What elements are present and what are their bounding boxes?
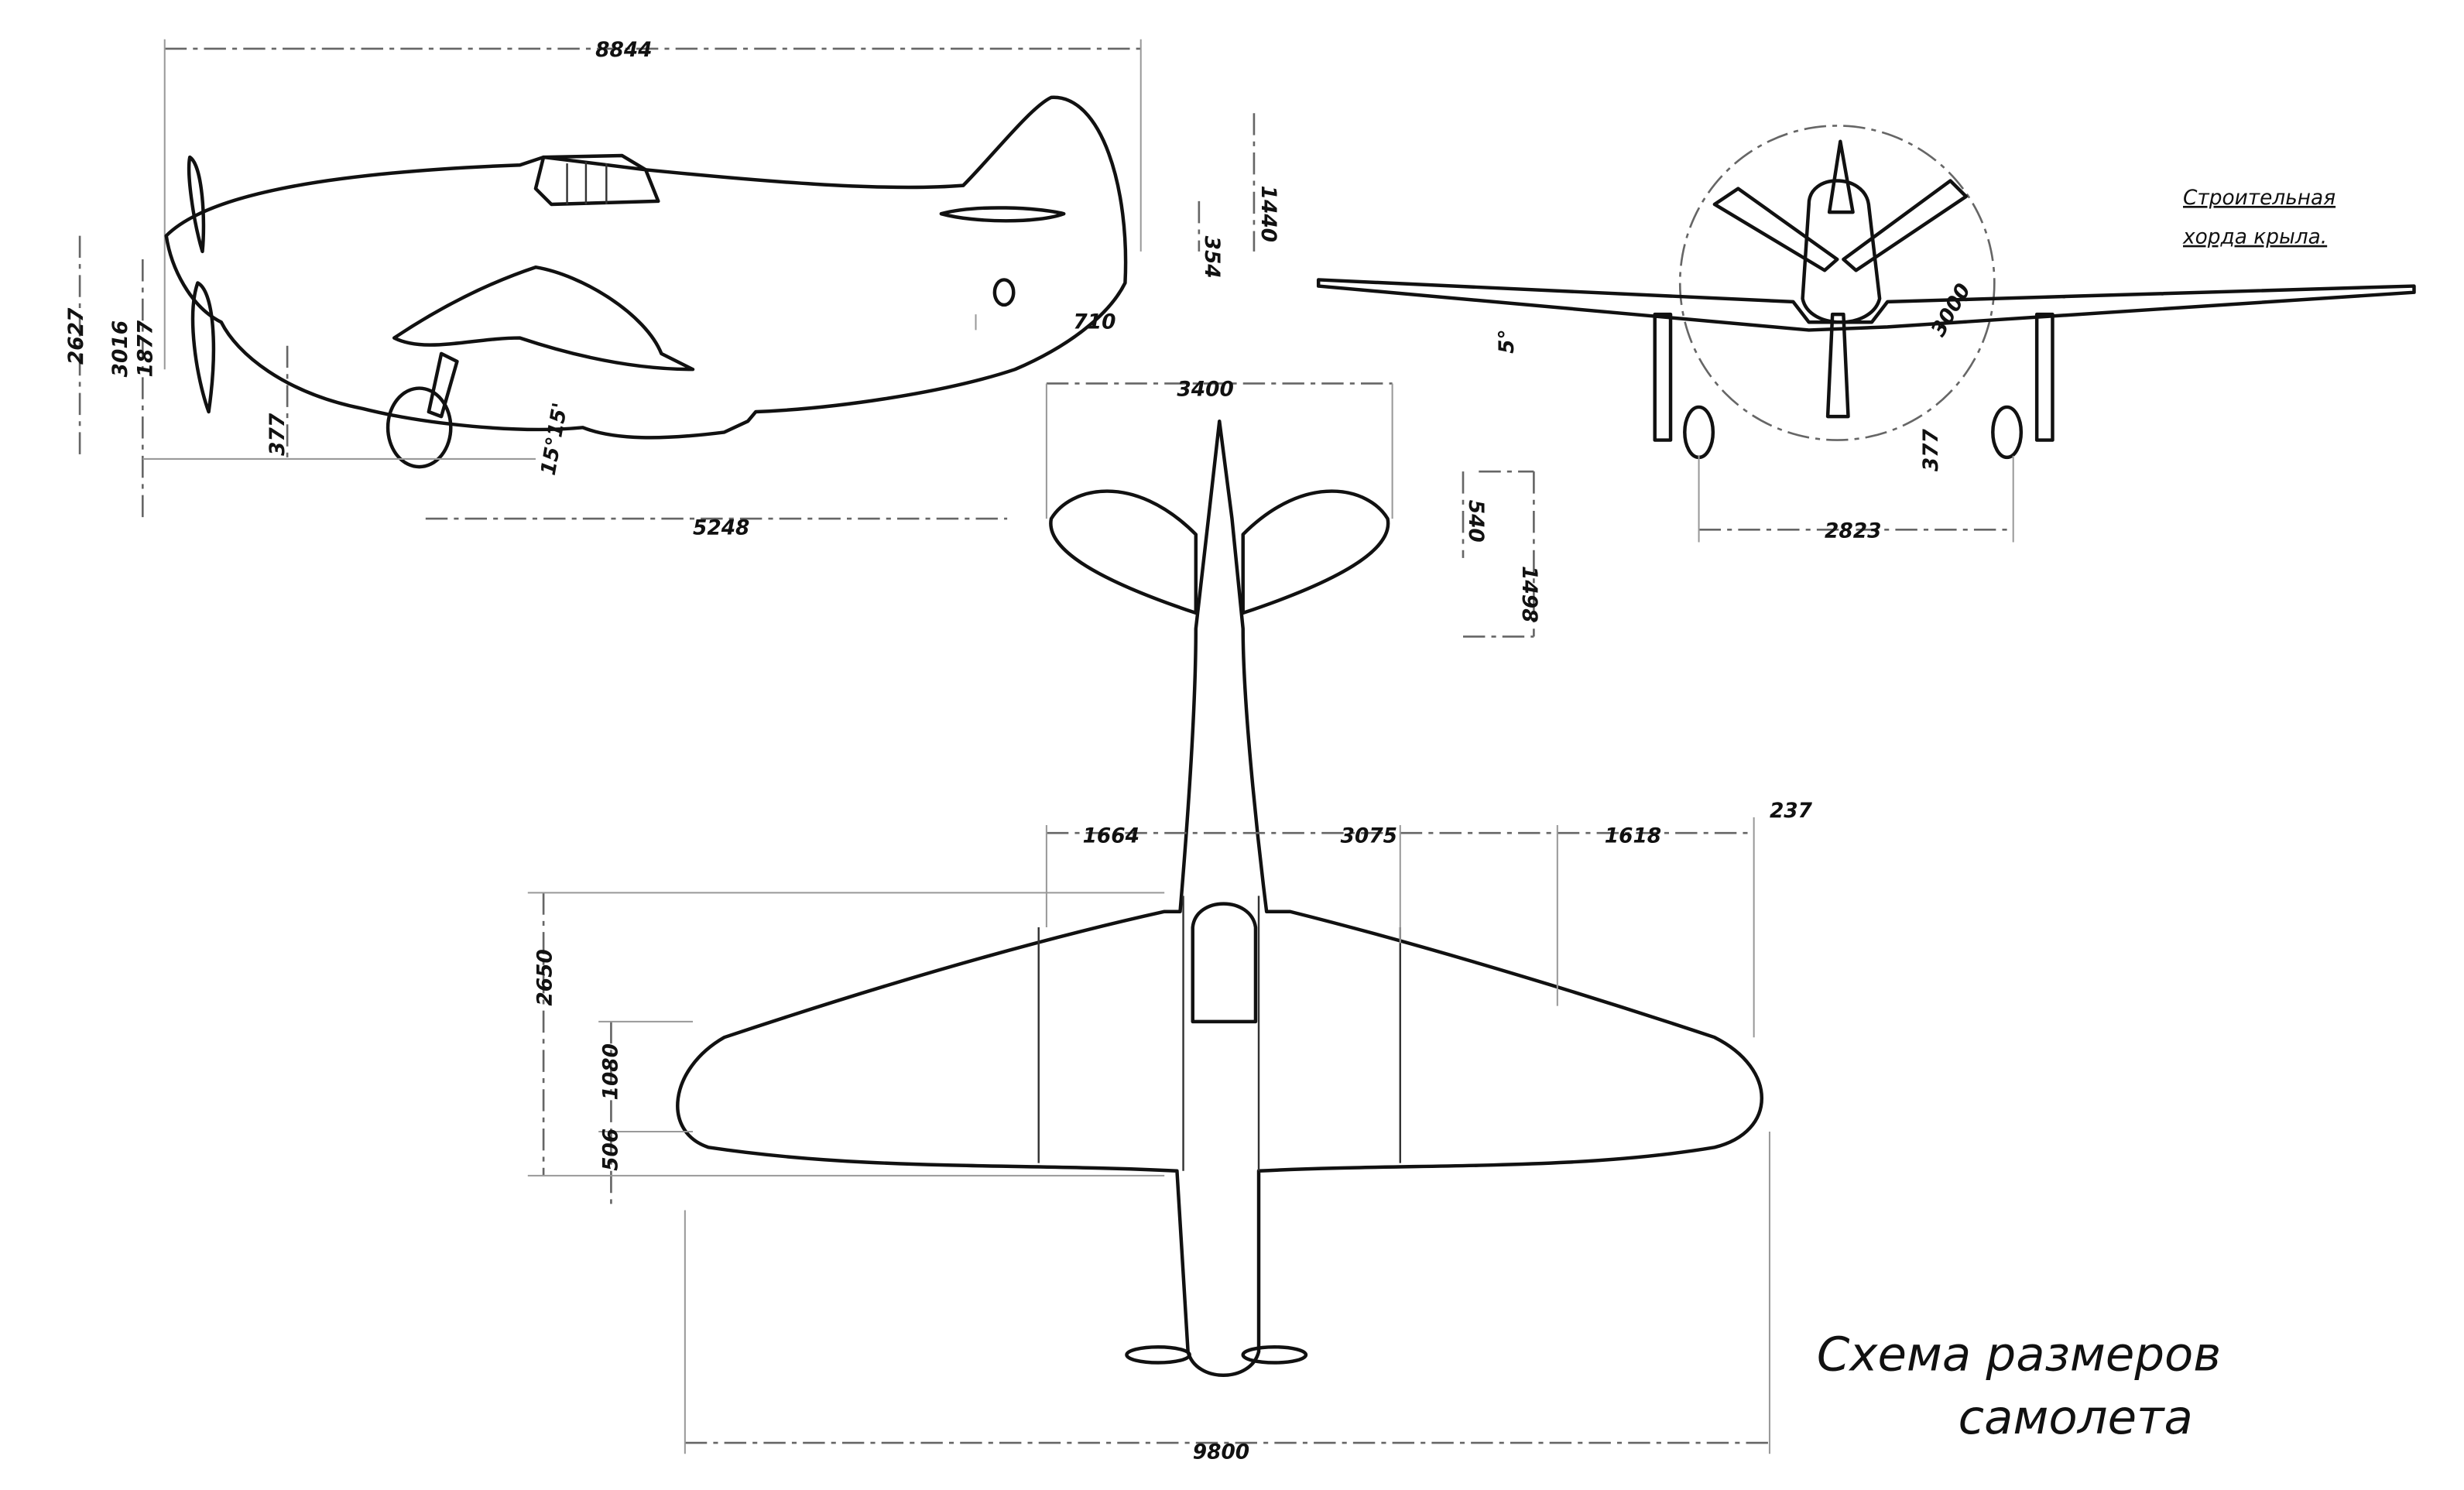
dim-prop-disc: 3000	[1927, 279, 1976, 341]
dim-stab-span: 3400	[1177, 378, 1233, 402]
side-view: 8844 1440 354 710 2627 3016 1877 377 524…	[65, 39, 1280, 539]
dim-right-panel: 1618	[1605, 824, 1661, 848]
dim-tail-height: 1440	[1256, 186, 1280, 242]
dim-wheel: 377	[266, 413, 290, 456]
dim-left-panel: 1664	[1083, 824, 1139, 848]
dim-gear-to-cg: 5248	[693, 516, 749, 539]
dim-tip-chord: 1080	[600, 1043, 623, 1100]
drawing-title-line1: Схема размеров	[1817, 1327, 2221, 1382]
dim-tip-offset-le: 506	[600, 1129, 623, 1171]
dim-prop-axis-height: 1877	[134, 320, 157, 377]
dim-root-chord: 2650	[533, 949, 557, 1005]
dim-wheel-front: 377	[1920, 428, 1943, 471]
dim-tailwheel-offset: 710	[1073, 310, 1115, 334]
dim-dihedral: 5°	[1496, 329, 1519, 354]
top-view: 3400 540 1498 1664 3075 1618 237 2650 10…	[527, 378, 1813, 1464]
note-chord-line2: хорда крыла.	[2182, 226, 2327, 249]
dim-height-total: 2627	[65, 307, 88, 365]
note-chord-line1: Строительная	[2183, 187, 2335, 210]
dim-wingspan: 9800	[1193, 1440, 1249, 1464]
front-view: 3000 5° 2823 377 Строительная хорда крыл…	[1316, 125, 2416, 543]
dim-track: 2823	[1825, 519, 1881, 543]
dim-tip-offset: 237	[1770, 800, 1813, 823]
drawing-title-line2: самолета	[1959, 1390, 2193, 1445]
dim-angle: 15°15'	[537, 401, 573, 477]
dim-center-section: 3075	[1341, 824, 1397, 848]
dim-stab-chord: 1498	[1517, 566, 1540, 622]
dim-length: 8844	[595, 39, 652, 62]
dim-stab-root-offset: 540	[1464, 500, 1487, 543]
dim-stab-offset: 354	[1200, 236, 1223, 279]
dim-prop-diameter: 3016	[109, 320, 132, 377]
